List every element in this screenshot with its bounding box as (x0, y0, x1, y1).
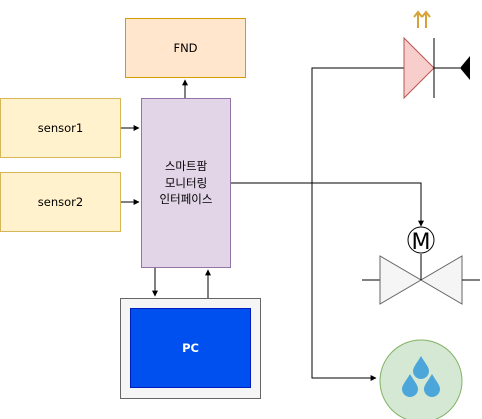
fnd-display-box: FND (125, 18, 246, 78)
water-drops-icon (379, 339, 463, 419)
pc-label: PC (182, 341, 199, 355)
sensor1-box: sensor1 (0, 98, 121, 158)
connector-led-bus-to-water (311, 67, 404, 381)
motor-valve-icon: M (362, 226, 480, 305)
light-rays-icon (413, 10, 431, 28)
led-diode-icon (403, 36, 470, 100)
motor-label: M (412, 230, 431, 255)
monitoring-interface-box: 스마트팜 모니터링 인터페이스 (141, 98, 231, 268)
pc-screen-box: PC (130, 308, 251, 388)
interface-label: 스마트팜 모니터링 인터페이스 (159, 158, 213, 207)
sensor2-label: sensor2 (37, 195, 84, 209)
sensor1-label: sensor1 (37, 121, 84, 135)
connector-interface-to-motor-valve (231, 182, 424, 227)
fnd-label: FND (173, 41, 198, 55)
sensor2-box: sensor2 (0, 172, 121, 232)
